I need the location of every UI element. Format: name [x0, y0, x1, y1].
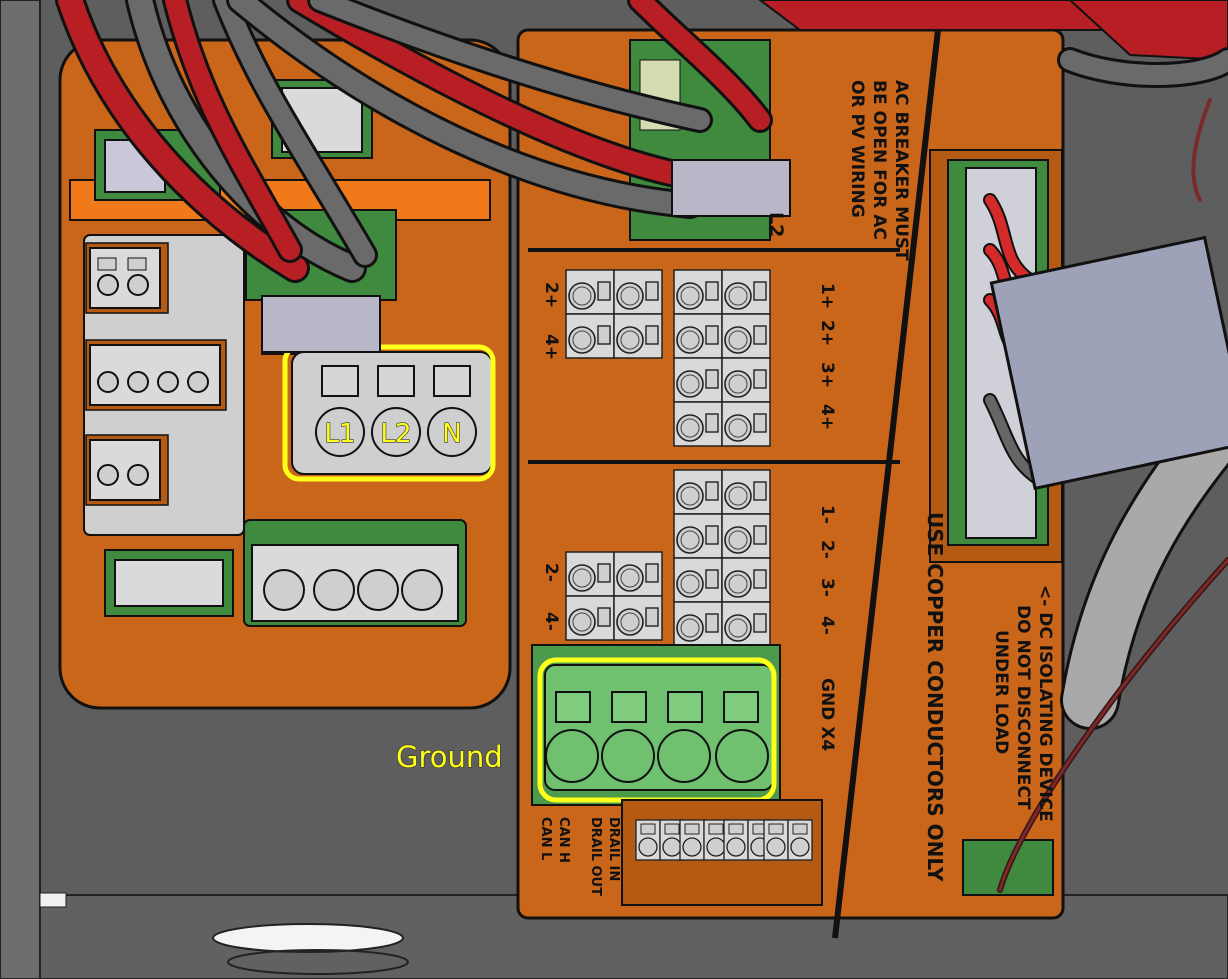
svg-text:DRAIL OUT: DRAIL OUT: [588, 817, 603, 896]
svg-text:2+: 2+: [541, 282, 561, 308]
center-housing: [516, 28, 1065, 939]
svg-text:4+: 4+: [541, 334, 561, 360]
negative-labels-right: 1- 2- 3- 4-: [817, 505, 837, 635]
svg-text:UNDER LOAD: UNDER LOAD: [991, 630, 1011, 754]
svg-text:2-: 2-: [817, 540, 837, 559]
l1-label: L1: [324, 419, 355, 449]
svg-text:DRAIL IN: DRAIL IN: [606, 817, 621, 881]
svg-text:OR PV WIRING: OR PV WIRING: [847, 80, 867, 218]
svg-text:3+: 3+: [817, 362, 837, 388]
positive-labels-left: 2+ 4+: [541, 282, 561, 360]
svg-text:1-: 1-: [817, 505, 837, 524]
svg-text:<- DC ISOLATING DEVICE: <- DC ISOLATING DEVICE: [1035, 585, 1055, 822]
svg-text:3-: 3-: [817, 578, 837, 597]
wiring: [55, 0, 1228, 893]
l2-label: L2: [380, 419, 411, 449]
svg-text:4+: 4+: [817, 404, 837, 430]
knockout-hole: [212, 923, 404, 953]
svg-text:CAN H: CAN H: [556, 817, 571, 863]
ac-plug: [261, 295, 381, 353]
svg-text:1+: 1+: [817, 283, 837, 309]
ac-terminal-block: [291, 351, 493, 475]
gnd-label: GND X4: [817, 678, 837, 751]
dc-isolating-warning: <- DC ISOLATING DEVICE DO NOT DISCONNECT…: [991, 585, 1055, 822]
pv-plug: [671, 159, 791, 217]
svg-text:2-: 2-: [541, 563, 561, 582]
can-drail-labels: DRAIL IN DRAIL OUT CAN H CAN L: [538, 817, 621, 896]
svg-text:4-: 4-: [817, 616, 837, 635]
left-housing: [58, 38, 512, 710]
copper-warning: USE COPPER CONDUCTORS ONLY: [923, 512, 947, 882]
n-label: N: [442, 419, 461, 449]
svg-text:DO NOT DISCONNECT: DO NOT DISCONNECT: [1013, 605, 1033, 810]
ground-terminal-block: [531, 644, 781, 806]
svg-text:BE OPEN FOR AC: BE OPEN FOR AC: [869, 80, 889, 240]
dc-connector-housing: [989, 235, 1228, 491]
positive-labels-right: 1+ 2+ 3+ 4+: [817, 283, 837, 430]
svg-text:2+: 2+: [817, 320, 837, 346]
l2-mark: L2: [765, 212, 787, 237]
svg-text:4-: 4-: [541, 612, 561, 631]
ac-terminal-highlight: [282, 344, 496, 482]
ac-breaker-warning: AC BREAKER MUST BE OPEN FOR AC OR PV WIR…: [847, 80, 911, 261]
svg-text:CAN L: CAN L: [538, 817, 553, 860]
can-drail-terminals: [621, 799, 823, 906]
ground-callout: Ground: [396, 740, 503, 774]
svg-text:AC BREAKER MUST: AC BREAKER MUST: [891, 80, 911, 261]
negative-labels-left: 2- 4-: [541, 563, 561, 631]
